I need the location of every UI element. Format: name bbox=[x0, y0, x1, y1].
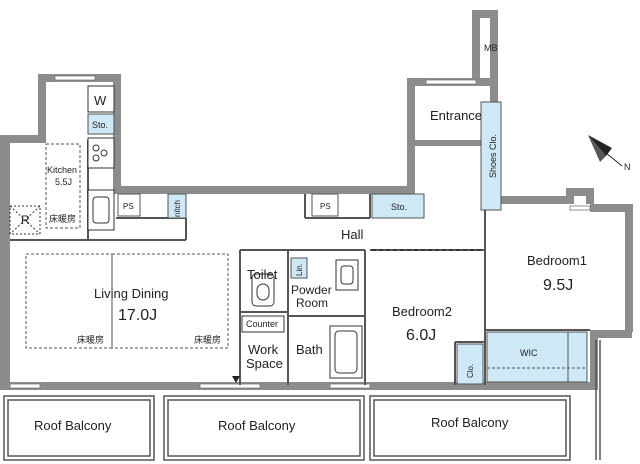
living-heat-left: 床暖房 bbox=[77, 334, 104, 345]
powder-room-label: Room bbox=[296, 296, 328, 310]
closet-box bbox=[456, 343, 484, 385]
nitch-box bbox=[167, 193, 187, 219]
wic-label: WIC bbox=[520, 348, 538, 358]
refrigerator bbox=[9, 205, 41, 235]
wic-box bbox=[486, 331, 588, 383]
living-size: 17.0J bbox=[118, 307, 157, 324]
entry-marker bbox=[232, 376, 240, 383]
balcony-label-3: Roof Balcony bbox=[431, 415, 509, 430]
ps-left-label: PS bbox=[123, 202, 134, 211]
storage-kitchen bbox=[87, 113, 115, 135]
work-label: Work bbox=[248, 342, 279, 357]
w-label: W bbox=[94, 93, 107, 108]
lin-label: Lin. bbox=[295, 263, 304, 276]
storage-areas bbox=[87, 101, 588, 385]
r-label: R bbox=[21, 213, 30, 227]
sto-kitchen-label: Sto. bbox=[92, 120, 108, 130]
bath-fixtures bbox=[241, 259, 363, 379]
nitch-label: nitch bbox=[173, 200, 182, 217]
bedroom2-label: Bedroom2 bbox=[392, 304, 452, 319]
storage-hall bbox=[371, 193, 425, 219]
kitchen-size: 5.5J bbox=[55, 177, 72, 187]
kitchen-fixtures bbox=[9, 85, 115, 235]
ps-boxes bbox=[117, 193, 339, 217]
mb-label: MB bbox=[484, 43, 498, 53]
bath-label: Bath bbox=[296, 342, 323, 357]
living-heat-right: 床暖房 bbox=[194, 334, 221, 345]
entrance-label: Entrance bbox=[430, 108, 482, 123]
balconies bbox=[3, 340, 601, 461]
linen-box bbox=[290, 257, 308, 279]
bedroom1-size: 9.5J bbox=[543, 277, 573, 294]
bedroom1-label: Bedroom1 bbox=[527, 253, 587, 268]
shoes-clo-label: Shoes Clo. bbox=[488, 134, 498, 178]
space-label: Space bbox=[246, 356, 283, 371]
sto-hall-label: Sto. bbox=[391, 202, 407, 212]
ps-right-label: PS bbox=[320, 202, 331, 211]
powder-label: Powder bbox=[291, 283, 332, 297]
compass-label: N bbox=[624, 162, 631, 172]
living-label: Living Dining bbox=[94, 286, 168, 301]
floor-heating-zones bbox=[25, 143, 229, 349]
stove bbox=[87, 137, 115, 169]
shoes-closet bbox=[480, 101, 502, 211]
kitchen-label: Kitchen bbox=[47, 165, 77, 175]
counter-label: Counter bbox=[246, 319, 278, 329]
balcony-label-2: Roof Balcony bbox=[218, 418, 296, 433]
kitchen-heat: 床暖房 bbox=[49, 213, 76, 224]
counter-box bbox=[241, 315, 285, 333]
clo-label: Clo. bbox=[466, 364, 475, 378]
bedroom2-size: 6.0J bbox=[406, 327, 436, 344]
hall-label: Hall bbox=[341, 227, 364, 242]
compass-icon: N bbox=[588, 135, 631, 172]
washer-box bbox=[87, 85, 115, 113]
windows bbox=[9, 75, 591, 389]
toilet-label: Toilet bbox=[247, 267, 278, 282]
labels: MB W Sto. Kitchen 5.5J 床暖房 R PS PS nitch… bbox=[21, 43, 587, 433]
balcony-label-1: Roof Balcony bbox=[34, 418, 112, 433]
